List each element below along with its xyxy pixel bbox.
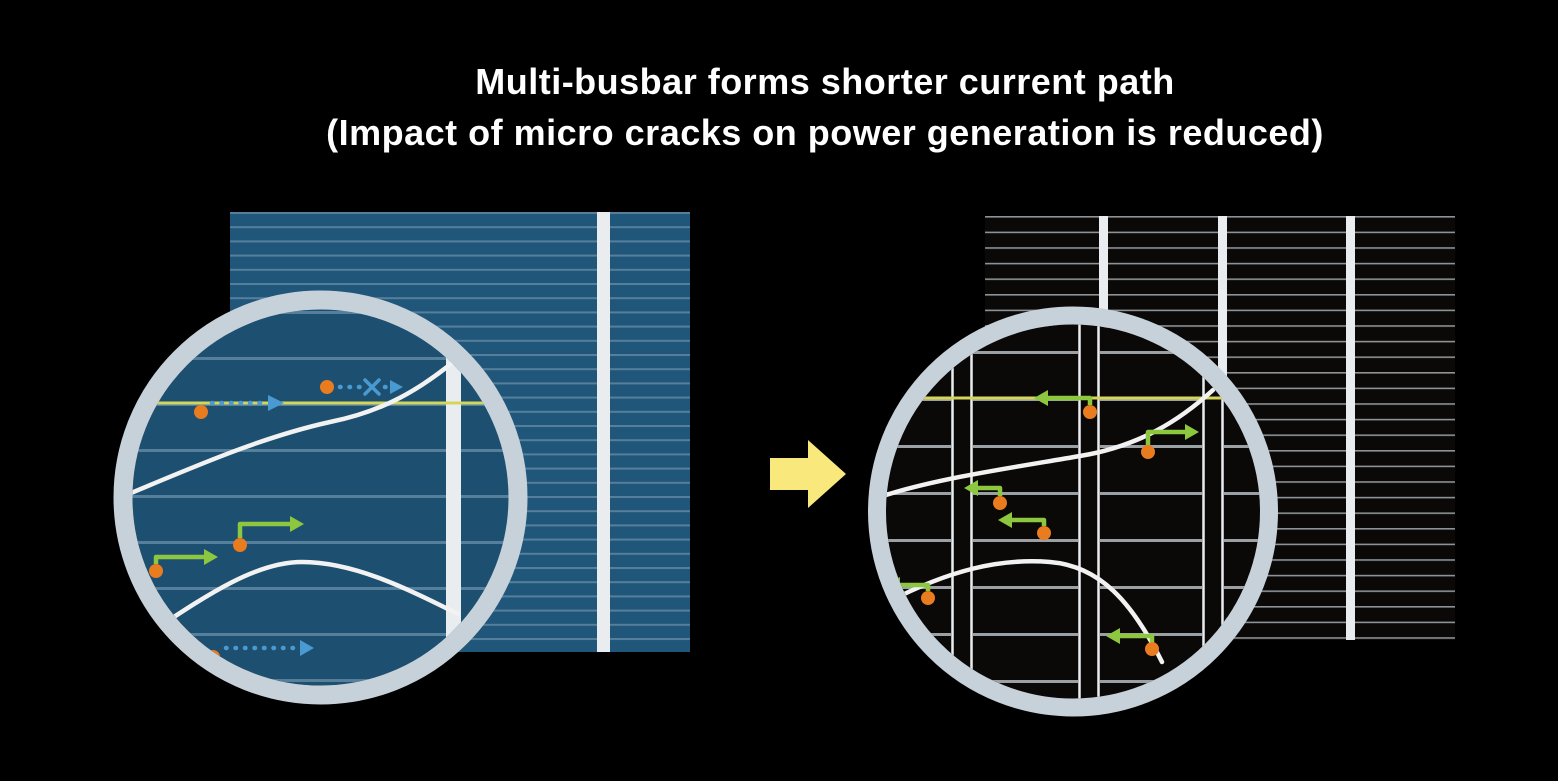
current-path-short (964, 480, 1007, 510)
right-cell-busbar (1346, 216, 1355, 640)
electron-dot (993, 496, 1007, 510)
electron-dot (921, 591, 935, 605)
current-path-short (1034, 390, 1097, 419)
electron-dot (1037, 526, 1051, 540)
current-arrowhead (998, 512, 1012, 528)
green-current-line (1048, 395, 1093, 405)
diagram-title: Multi-busbar forms shorter current path … (46, 56, 1558, 158)
current-arrowhead (1106, 628, 1120, 644)
electron-dot (194, 405, 208, 419)
transform-arrow (770, 440, 846, 508)
right-magnifier-content (886, 324, 1260, 699)
crack-line (132, 345, 473, 496)
current-path-short (1141, 424, 1199, 459)
zoom-busbar-column (1078, 324, 1100, 699)
current-arrowhead (290, 516, 304, 532)
left-magnifier (113, 290, 528, 705)
current-path-short (233, 516, 304, 552)
green-current-line (1120, 633, 1155, 642)
current-path-short (998, 512, 1051, 540)
current-path-long (194, 395, 284, 419)
zoom-busbar-column (951, 324, 973, 699)
electron-dot (149, 564, 163, 578)
current-arrowhead (1185, 424, 1199, 440)
green-current-line (1145, 429, 1185, 445)
blocked-x-mark (363, 378, 381, 396)
green-current-line (900, 582, 931, 591)
crack-line (886, 559, 1165, 665)
green-current-line (978, 485, 1003, 496)
left-magnifier-content (132, 309, 509, 686)
right-magnifier (868, 306, 1278, 717)
current-arrowhead (964, 480, 978, 496)
electron-dot (233, 538, 247, 552)
current-arrowhead (300, 640, 314, 656)
electron-dot (1145, 642, 1159, 656)
green-current-line (237, 521, 290, 538)
title-line-2: (Impact of micro cracks on power generat… (326, 112, 1324, 154)
current-path-blocked (320, 378, 403, 396)
left-cell-busbar (597, 212, 610, 652)
electron-dot (1083, 405, 1097, 419)
current-arrowhead (268, 395, 284, 411)
electron-dot (320, 380, 334, 394)
current-path-short (149, 549, 218, 578)
crack-line (886, 387, 1216, 498)
current-arrowhead (204, 549, 218, 565)
magnifier-ring (868, 306, 1278, 717)
current-path-short (1106, 628, 1159, 656)
green-current-line (1012, 517, 1047, 526)
magnifier-ring (113, 290, 528, 705)
green-current-line (153, 554, 204, 564)
title-line-1: Multi-busbar forms shorter current path (475, 61, 1175, 102)
right-magnifier-surface (886, 324, 1260, 699)
crack-line (133, 559, 461, 645)
current-arrowhead (390, 380, 403, 394)
current-arrowhead (1034, 390, 1048, 406)
electron-dot (1141, 445, 1155, 459)
